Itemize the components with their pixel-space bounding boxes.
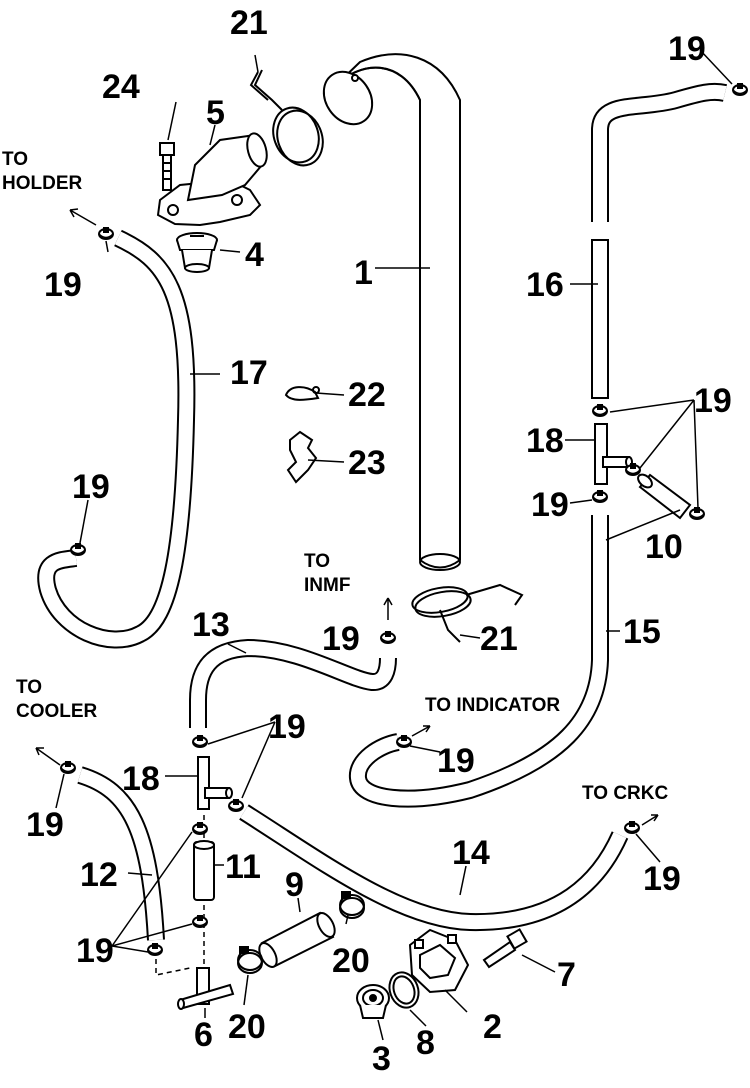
- callout-23: 23: [348, 444, 386, 482]
- callout-19-right-lower: 19: [531, 486, 569, 524]
- bolt-part-7: [482, 928, 528, 969]
- hose-part-13: [189, 638, 397, 728]
- callout-24: 24: [102, 68, 140, 106]
- callout-15: 15: [623, 613, 661, 651]
- spring-clamp-part-21-bottom: [411, 583, 524, 643]
- direction-arrows: [35, 208, 659, 826]
- callout-19-inmf: 19: [322, 620, 360, 658]
- hose-part-15: [349, 515, 609, 808]
- spring-clamp-part-21-top: [249, 69, 324, 167]
- callout-12: 12: [80, 856, 118, 894]
- fitting-part-6: [177, 967, 235, 1010]
- callout-19-left-mid: 19: [72, 468, 110, 506]
- thermostat-housing-part-5: [156, 132, 268, 227]
- leader-lines: [55, 49, 733, 1041]
- callout-19-crkc: 19: [643, 860, 681, 898]
- callout-13: 13: [192, 606, 230, 644]
- callout-3: 3: [372, 1040, 391, 1078]
- sleeve-part-10: [637, 473, 692, 520]
- callout-18-left: 18: [122, 760, 160, 798]
- hose-part-12: [77, 766, 165, 941]
- callout-6: 6: [194, 1016, 213, 1054]
- callout-19-indicator: 19: [437, 742, 475, 780]
- sleeve-part-11: [193, 840, 215, 901]
- callout-9: 9: [285, 866, 304, 904]
- callout-4: 4: [245, 236, 264, 274]
- destination-holder: TO HOLDER: [2, 149, 83, 194]
- callout-22: 22: [348, 376, 386, 414]
- pipe-part-1: [322, 53, 461, 571]
- bolt-part-24: [159, 142, 175, 191]
- hose-clamp-part-20-left: [237, 946, 263, 974]
- callout-21-bottom: 21: [480, 620, 518, 658]
- callout-16: 16: [526, 266, 564, 304]
- cover-part-2: [408, 928, 470, 994]
- destination-indicator: TO INDICATOR: [425, 695, 561, 716]
- callout-19-top-right: 19: [668, 30, 706, 68]
- thermostat-part-4: [176, 232, 218, 273]
- callout-19-cooler: 19: [26, 806, 64, 844]
- callout-5: 5: [206, 94, 225, 132]
- callout-14: 14: [452, 834, 490, 872]
- tee-fitting-part-18-right: [594, 423, 633, 485]
- callout-1: 1: [354, 254, 373, 292]
- callout-2: 2: [483, 1008, 502, 1046]
- clip-part-22: [284, 386, 320, 401]
- callout-17: 17: [230, 354, 268, 392]
- callout-21-top: 21: [230, 4, 268, 42]
- callout-19-center-group: 19: [268, 708, 306, 746]
- clip-part-23: [286, 430, 318, 484]
- callout-10: 10: [645, 528, 683, 566]
- destination-crkc: TO CRKC: [582, 783, 669, 804]
- hose-part-17: [37, 229, 196, 649]
- destination-inmf: TO INMF: [304, 551, 351, 596]
- hose-clamp-part-20-right: [339, 891, 365, 919]
- callout-19-right-group: 19: [694, 382, 732, 420]
- callout-18-right: 18: [526, 422, 564, 460]
- sleeve-part-9: [258, 911, 336, 968]
- o-ring-part-8: [388, 971, 420, 1009]
- tee-fitting-part-18-left: [197, 756, 233, 810]
- callout-19-holder: 19: [44, 266, 82, 304]
- callout-19-bottom-group: 19: [76, 932, 114, 970]
- destination-cooler: TO COOLER: [16, 677, 98, 722]
- callout-8: 8: [416, 1024, 435, 1062]
- callout-7: 7: [557, 956, 576, 994]
- hose-part-14: [239, 804, 629, 932]
- callout-20-right: 20: [332, 942, 370, 980]
- pump-impeller-part-3: [356, 984, 390, 1019]
- callout-20-left: 20: [228, 1008, 266, 1046]
- hose-part-16: [591, 82, 728, 399]
- callout-11: 11: [225, 848, 261, 886]
